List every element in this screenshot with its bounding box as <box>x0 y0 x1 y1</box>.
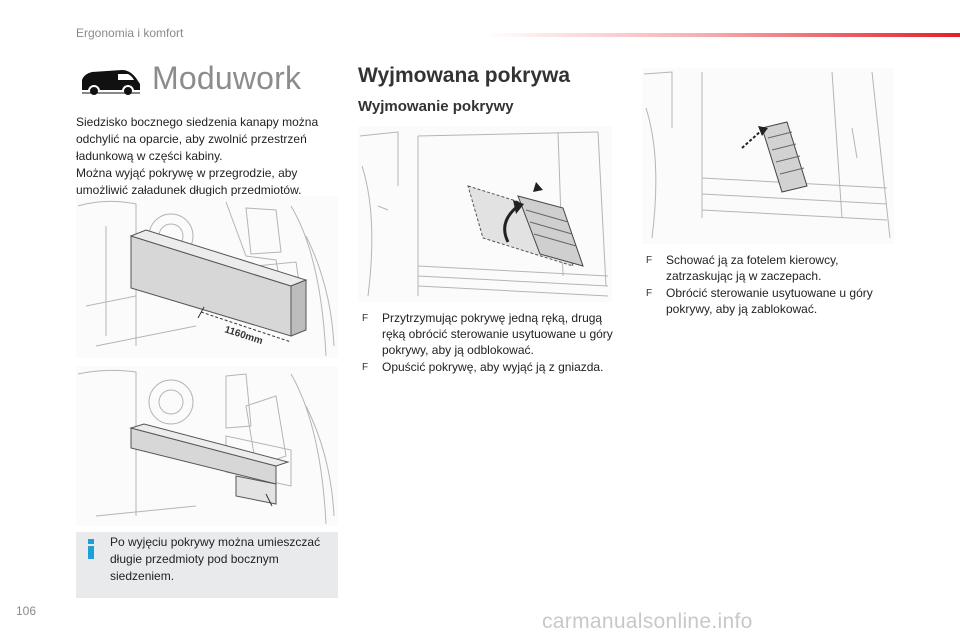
step-text: Schować ją za fotelem kierowcy, zatrzask… <box>666 253 839 283</box>
intro-paragraph-2: Można wyjąć pokrywę w przegrodzie, aby u… <box>76 166 302 197</box>
figure-remove-cover <box>358 126 612 302</box>
info-box <box>76 532 338 598</box>
dimension-label: 1160mm <box>223 324 264 347</box>
step-item: F Przytrzymując pokrywę jedną ręką, drug… <box>360 310 616 358</box>
moduwork-title: Moduwork <box>152 60 302 96</box>
intro-paragraph-1: Siedzisko bocznego siedzenia kanapy możn… <box>76 115 319 163</box>
step-text: Opuścić pokrywę, aby wyjąć ją z gniazda. <box>382 360 604 374</box>
watermark-text: carmanualsonline.info <box>542 610 753 633</box>
steps-remove: F Przytrzymując pokrywę jedną ręką, drug… <box>360 310 616 376</box>
step-item: F Obrócić sterowanie usytuowane u góry p… <box>644 285 894 317</box>
steps-store: F Schować ją za fotelem kierowcy, zatrza… <box>644 252 894 318</box>
figure-store-cover <box>642 68 894 244</box>
section-header: Ergonomia i komfort <box>76 26 184 40</box>
bullet-marker: F <box>646 288 653 299</box>
figure-long-load: 1160mm <box>76 196 338 358</box>
figure-folded-seat <box>76 366 338 526</box>
subsection-heading: Wyjmowanie pokrywy <box>358 98 514 115</box>
step-text: Przytrzymując pokrywę jedną ręką, drugą … <box>382 311 613 357</box>
bullet-marker: F <box>646 255 653 266</box>
step-item: F Schować ją za fotelem kierowcy, zatrza… <box>644 252 894 284</box>
step-text: Obrócić sterowanie usytuowane u góry pok… <box>666 286 873 316</box>
bullet-marker: F <box>362 362 369 373</box>
header-accent-bar <box>484 33 960 37</box>
page-number: 106 <box>16 604 37 618</box>
intro-text: Siedzisko bocznego siedzenia kanapy możn… <box>76 114 338 199</box>
section-heading: Wyjmowana pokrywa <box>358 64 571 87</box>
van-icon <box>78 66 142 98</box>
info-text: Po wyjęciu pokrywy można umieszczać dług… <box>110 535 321 583</box>
bullet-marker: F <box>362 313 369 324</box>
info-icon <box>84 538 98 560</box>
step-item: F Opuścić pokrywę, aby wyjąć ją z gniazd… <box>360 359 616 375</box>
